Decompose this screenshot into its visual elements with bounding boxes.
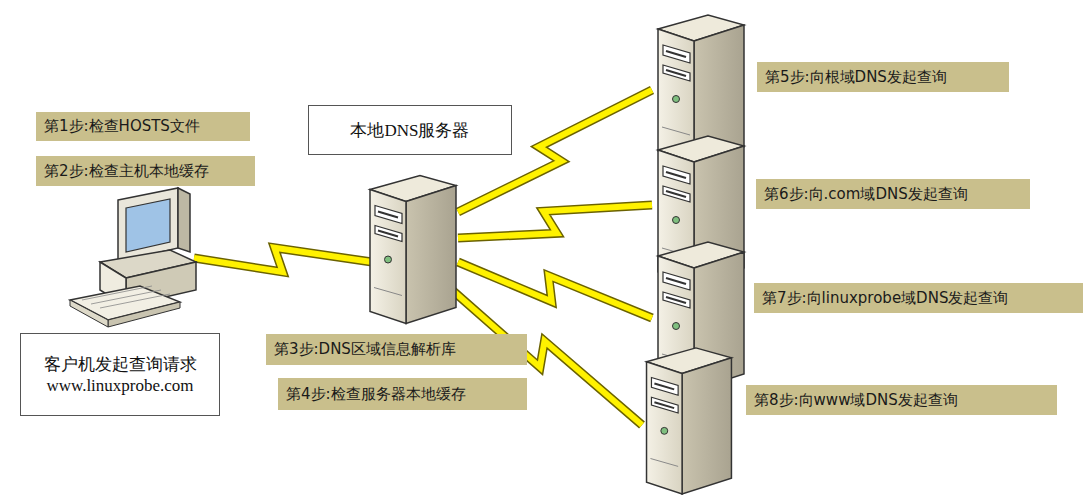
node-text: 第7步:向linuxprobe域DNS发起查询 [762, 289, 1008, 308]
title-box: 本地DNS服务器 [308, 105, 512, 155]
node-text: 第5步:向根域DNS发起查询 [765, 68, 947, 87]
step-label: 第6步:向.com域DNS发起查询 [756, 179, 1030, 209]
step-label: 第1步:检查HOSTS文件 [36, 112, 250, 141]
step-label: 第8步:向www域DNS发起查询 [746, 385, 1057, 415]
client-box: 客户机发起查询请求 www.linuxprobe.com [20, 333, 220, 416]
node-text: 第6步:向.com域DNS发起查询 [764, 185, 968, 204]
node-text: 第1步:检查HOSTS文件 [44, 117, 200, 136]
lightning-bolt [458, 262, 652, 318]
lightning-bolt [194, 248, 372, 272]
step-label: 第4步:检查服务器本地缓存 [278, 378, 527, 410]
local-dns-server [370, 176, 456, 324]
node-text: 第8步:向www域DNS发起查询 [754, 391, 958, 410]
www-dns-server [647, 348, 732, 494]
node-text: 第3步:DNS区域信息解析库 [274, 340, 456, 359]
node-text: 本地DNS服务器 [350, 119, 469, 142]
step-label: 第5步:向根域DNS发起查询 [757, 62, 1009, 92]
node-text: 第2步:检查主机本地缓存 [44, 162, 209, 181]
step-label: 第3步:DNS区域信息解析库 [266, 334, 527, 365]
step-label: 第2步:检查主机本地缓存 [36, 156, 255, 186]
node-text: 客户机发起查询请求 www.linuxprobe.com [31, 353, 209, 396]
lightning-bolt [458, 262, 652, 318]
node-text: 第4步:检查服务器本地缓存 [286, 385, 466, 404]
step-label: 第7步:向linuxprobe域DNS发起查询 [754, 283, 1083, 313]
lightning-bolt [458, 205, 652, 238]
lightning-bolt [194, 248, 372, 272]
lightning-bolt [458, 205, 652, 238]
client-computer [70, 188, 196, 327]
